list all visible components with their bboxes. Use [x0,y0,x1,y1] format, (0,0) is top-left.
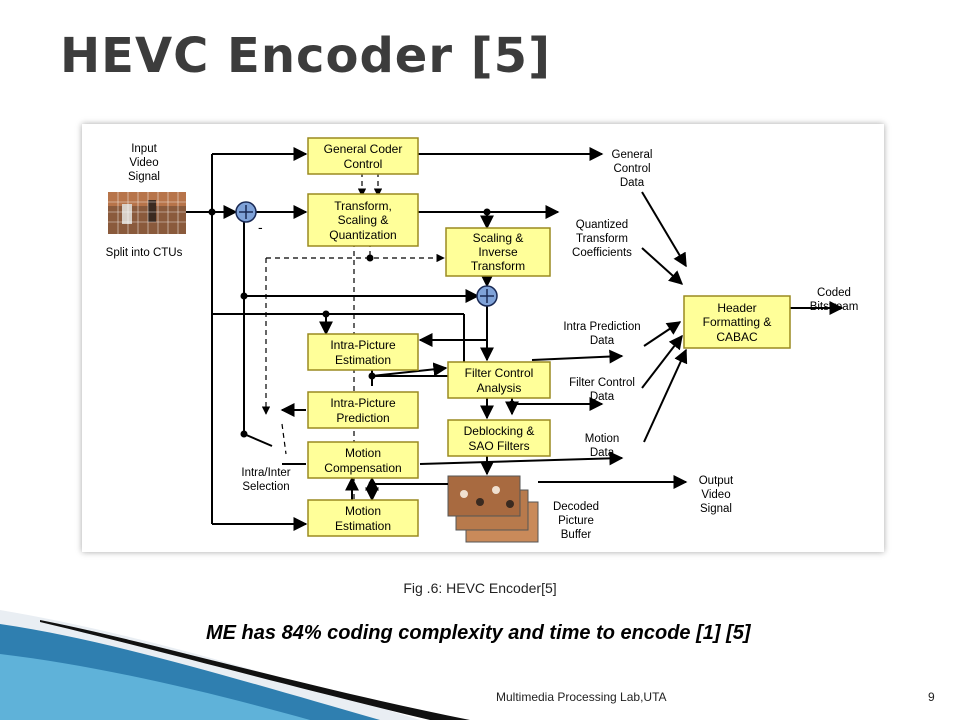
svg-text:Transform: Transform [471,259,525,273]
diagram-svg: General Coder Control Transform, Scaling… [106,137,859,543]
svg-text:Deblocking &: Deblocking & [464,424,535,438]
decoded-picture-buffer-image [447,475,539,543]
label-minus-sign: - [258,219,263,235]
svg-text:Compensation: Compensation [324,461,401,475]
svg-text:Transform,: Transform, [334,199,392,213]
block-header-formatting-cabac: Header Formatting & CABAC [683,295,791,349]
label-general-control-data: General Control Data [612,149,653,189]
svg-text:Intra Prediction: Intra Prediction [563,321,640,333]
block-intra-picture-estimation: Intra-Picture Estimation [307,333,419,371]
label-decoded-picture-buffer: Decoded Picture Buffer [553,501,599,541]
block-intra-picture-prediction: Intra-Picture Prediction [307,391,419,429]
svg-text:Scaling &: Scaling & [338,213,389,227]
svg-text:Data: Data [590,447,615,459]
svg-text:Input: Input [131,143,157,155]
svg-text:Video: Video [701,489,730,501]
svg-text:Coded: Coded [817,287,851,299]
svg-text:Motion: Motion [345,504,381,518]
svg-text:Estimation: Estimation [335,353,391,367]
label-quantized-transform-coefficients: Quantized Transform Coefficients [572,219,632,259]
svg-text:Selection: Selection [242,481,289,493]
input-frame-image [108,192,186,234]
svg-text:Quantization: Quantization [329,228,396,242]
block-motion-compensation: Motion Compensation [307,441,419,479]
label-intra-prediction-data: Intra Prediction Data [563,321,640,347]
label-filter-control-data: Filter Control Data [569,377,635,403]
block-deblocking-sao-filters: Deblocking & SAO Filters [447,419,551,457]
label-intra-inter-selection: Intra/Inter Selection [241,467,290,493]
svg-text:Decoded: Decoded [553,501,599,513]
junction-dots [208,208,516,488]
svg-text:Data: Data [590,335,615,347]
svg-text:Prediction: Prediction [336,411,389,425]
svg-text:Intra-Picture: Intra-Picture [330,338,396,352]
svg-text:CABAC: CABAC [716,330,758,344]
label-output-video-signal: Output Video Signal [699,475,734,515]
svg-text:Bitstream: Bitstream [810,301,859,313]
svg-text:Signal: Signal [700,503,732,515]
svg-text:Analysis: Analysis [477,381,522,395]
svg-text:Header: Header [717,301,756,315]
label-input-video-signal: Input Video Signal [128,143,160,183]
block-filter-control-analysis: Filter Control Analysis [447,361,551,399]
svg-text:Inverse: Inverse [478,245,518,259]
svg-text:Intra/Inter: Intra/Inter [241,467,290,479]
svg-text:Motion: Motion [585,433,620,445]
svg-text:Picture: Picture [558,515,594,527]
svg-text:Data: Data [590,391,615,403]
svg-text:Transform: Transform [576,233,628,245]
svg-text:Control: Control [613,163,650,175]
summing-junction-2 [476,285,498,307]
svg-text:Video: Video [129,157,158,169]
svg-text:Motion: Motion [345,446,381,460]
block-transform-scaling-quantization: Transform, Scaling & Quantization [307,193,419,247]
svg-text:Data: Data [620,177,645,189]
label-coded-bitstream: Coded Bitstream [810,287,859,313]
label-motion-data: Motion Data [585,433,620,459]
block-motion-estimation: Motion Estimation [307,499,419,537]
svg-text:SAO Filters: SAO Filters [468,439,529,453]
svg-text:Quantized: Quantized [576,219,628,231]
svg-text:Scaling &: Scaling & [473,231,524,245]
svg-text:Coefficients: Coefficients [572,247,632,259]
svg-text:Buffer: Buffer [561,529,592,541]
page-number: 9 [928,690,935,704]
figure-caption: Fig .6: HEVC Encoder[5] [403,580,557,596]
hevc-encoder-diagram: General Coder Control Transform, Scaling… [82,124,884,552]
svg-text:Filter Control: Filter Control [465,366,534,380]
svg-text:Intra-Picture: Intra-Picture [330,396,396,410]
svg-text:Formatting &: Formatting & [703,315,772,329]
summing-junction-1 [235,201,257,223]
svg-text:Filter Control: Filter Control [569,377,635,389]
label-split-into-ctus: Split into CTUs [106,247,183,259]
svg-text:General: General [612,149,653,161]
block-general-coder-control: General Coder Control [307,137,419,175]
complexity-note: ME has 84% coding complexity and time to… [206,622,751,644]
svg-text:Signal: Signal [128,171,160,183]
svg-text:General Coder: General Coder [324,142,403,156]
block-scaling-inverse-transform: Scaling & Inverse Transform [445,227,551,277]
footer-lab-name: Multimedia Processing Lab,UTA [496,690,667,704]
svg-text:Output: Output [699,475,734,487]
slide-title: HEVC Encoder [5] [60,28,552,84]
svg-text:Control: Control [344,157,383,171]
decorative-wave [0,610,470,720]
svg-text:Estimation: Estimation [335,519,391,533]
